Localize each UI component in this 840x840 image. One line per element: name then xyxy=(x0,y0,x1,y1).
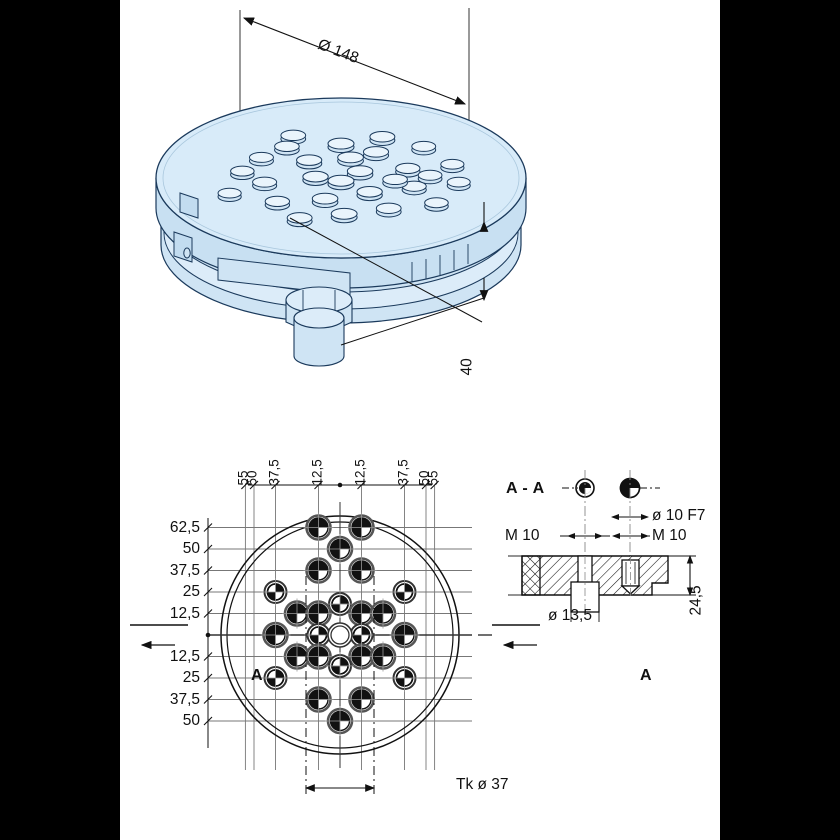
plan-left-dim-lower-1: 25 xyxy=(182,669,200,686)
plan-left-dim-upper-0: 62,5 xyxy=(169,518,200,536)
plan-top-dim-7: 55 xyxy=(425,470,441,486)
iso-height-label: 40 xyxy=(458,358,476,376)
section-counterbore-label: ø 13,5 xyxy=(548,607,592,624)
section-height-label: 24,5 xyxy=(687,585,705,616)
plan-top-dim-3: 12,5 xyxy=(309,459,324,486)
plan-top-dim-2: 37,5 xyxy=(266,459,281,486)
plan-top-dim-5: 37,5 xyxy=(395,459,410,486)
drawing-sheet: Ø 148 40 xyxy=(120,0,720,840)
plan-bolt-circle-label: Tk ø 37 xyxy=(456,776,509,793)
section-mark-a-right: A xyxy=(640,667,653,684)
isometric-3d-view xyxy=(155,8,527,367)
plan-left-dim-upper-4: 12,5 xyxy=(169,604,200,622)
left-black-bar xyxy=(0,0,120,840)
plan-top-dim-4: 12,5 xyxy=(352,459,367,486)
section-title: A - A xyxy=(506,480,545,497)
section-mark-a-left: A xyxy=(251,667,264,684)
section-thread-left-label: M 10 xyxy=(505,527,540,544)
section-view-a-a xyxy=(508,470,696,622)
section-thread-right-label: M 10 xyxy=(652,527,687,544)
plan-left-dim-lower-3: 50 xyxy=(182,712,200,729)
right-black-bar xyxy=(720,0,840,840)
plan-view-bottom xyxy=(130,480,540,798)
plan-left-dim-upper-2: 37,5 xyxy=(169,561,200,579)
plan-left-dim-lower-2: 37,5 xyxy=(169,690,200,708)
plan-left-dim-lower-0: 12,5 xyxy=(169,647,200,665)
plan-left-dim-upper-1: 50 xyxy=(182,540,200,557)
section-fit-bore-label: ø 10 F7 xyxy=(652,507,706,524)
plan-left-dim-upper-3: 25 xyxy=(182,583,200,600)
plan-top-dim-1: 50 xyxy=(244,470,260,486)
